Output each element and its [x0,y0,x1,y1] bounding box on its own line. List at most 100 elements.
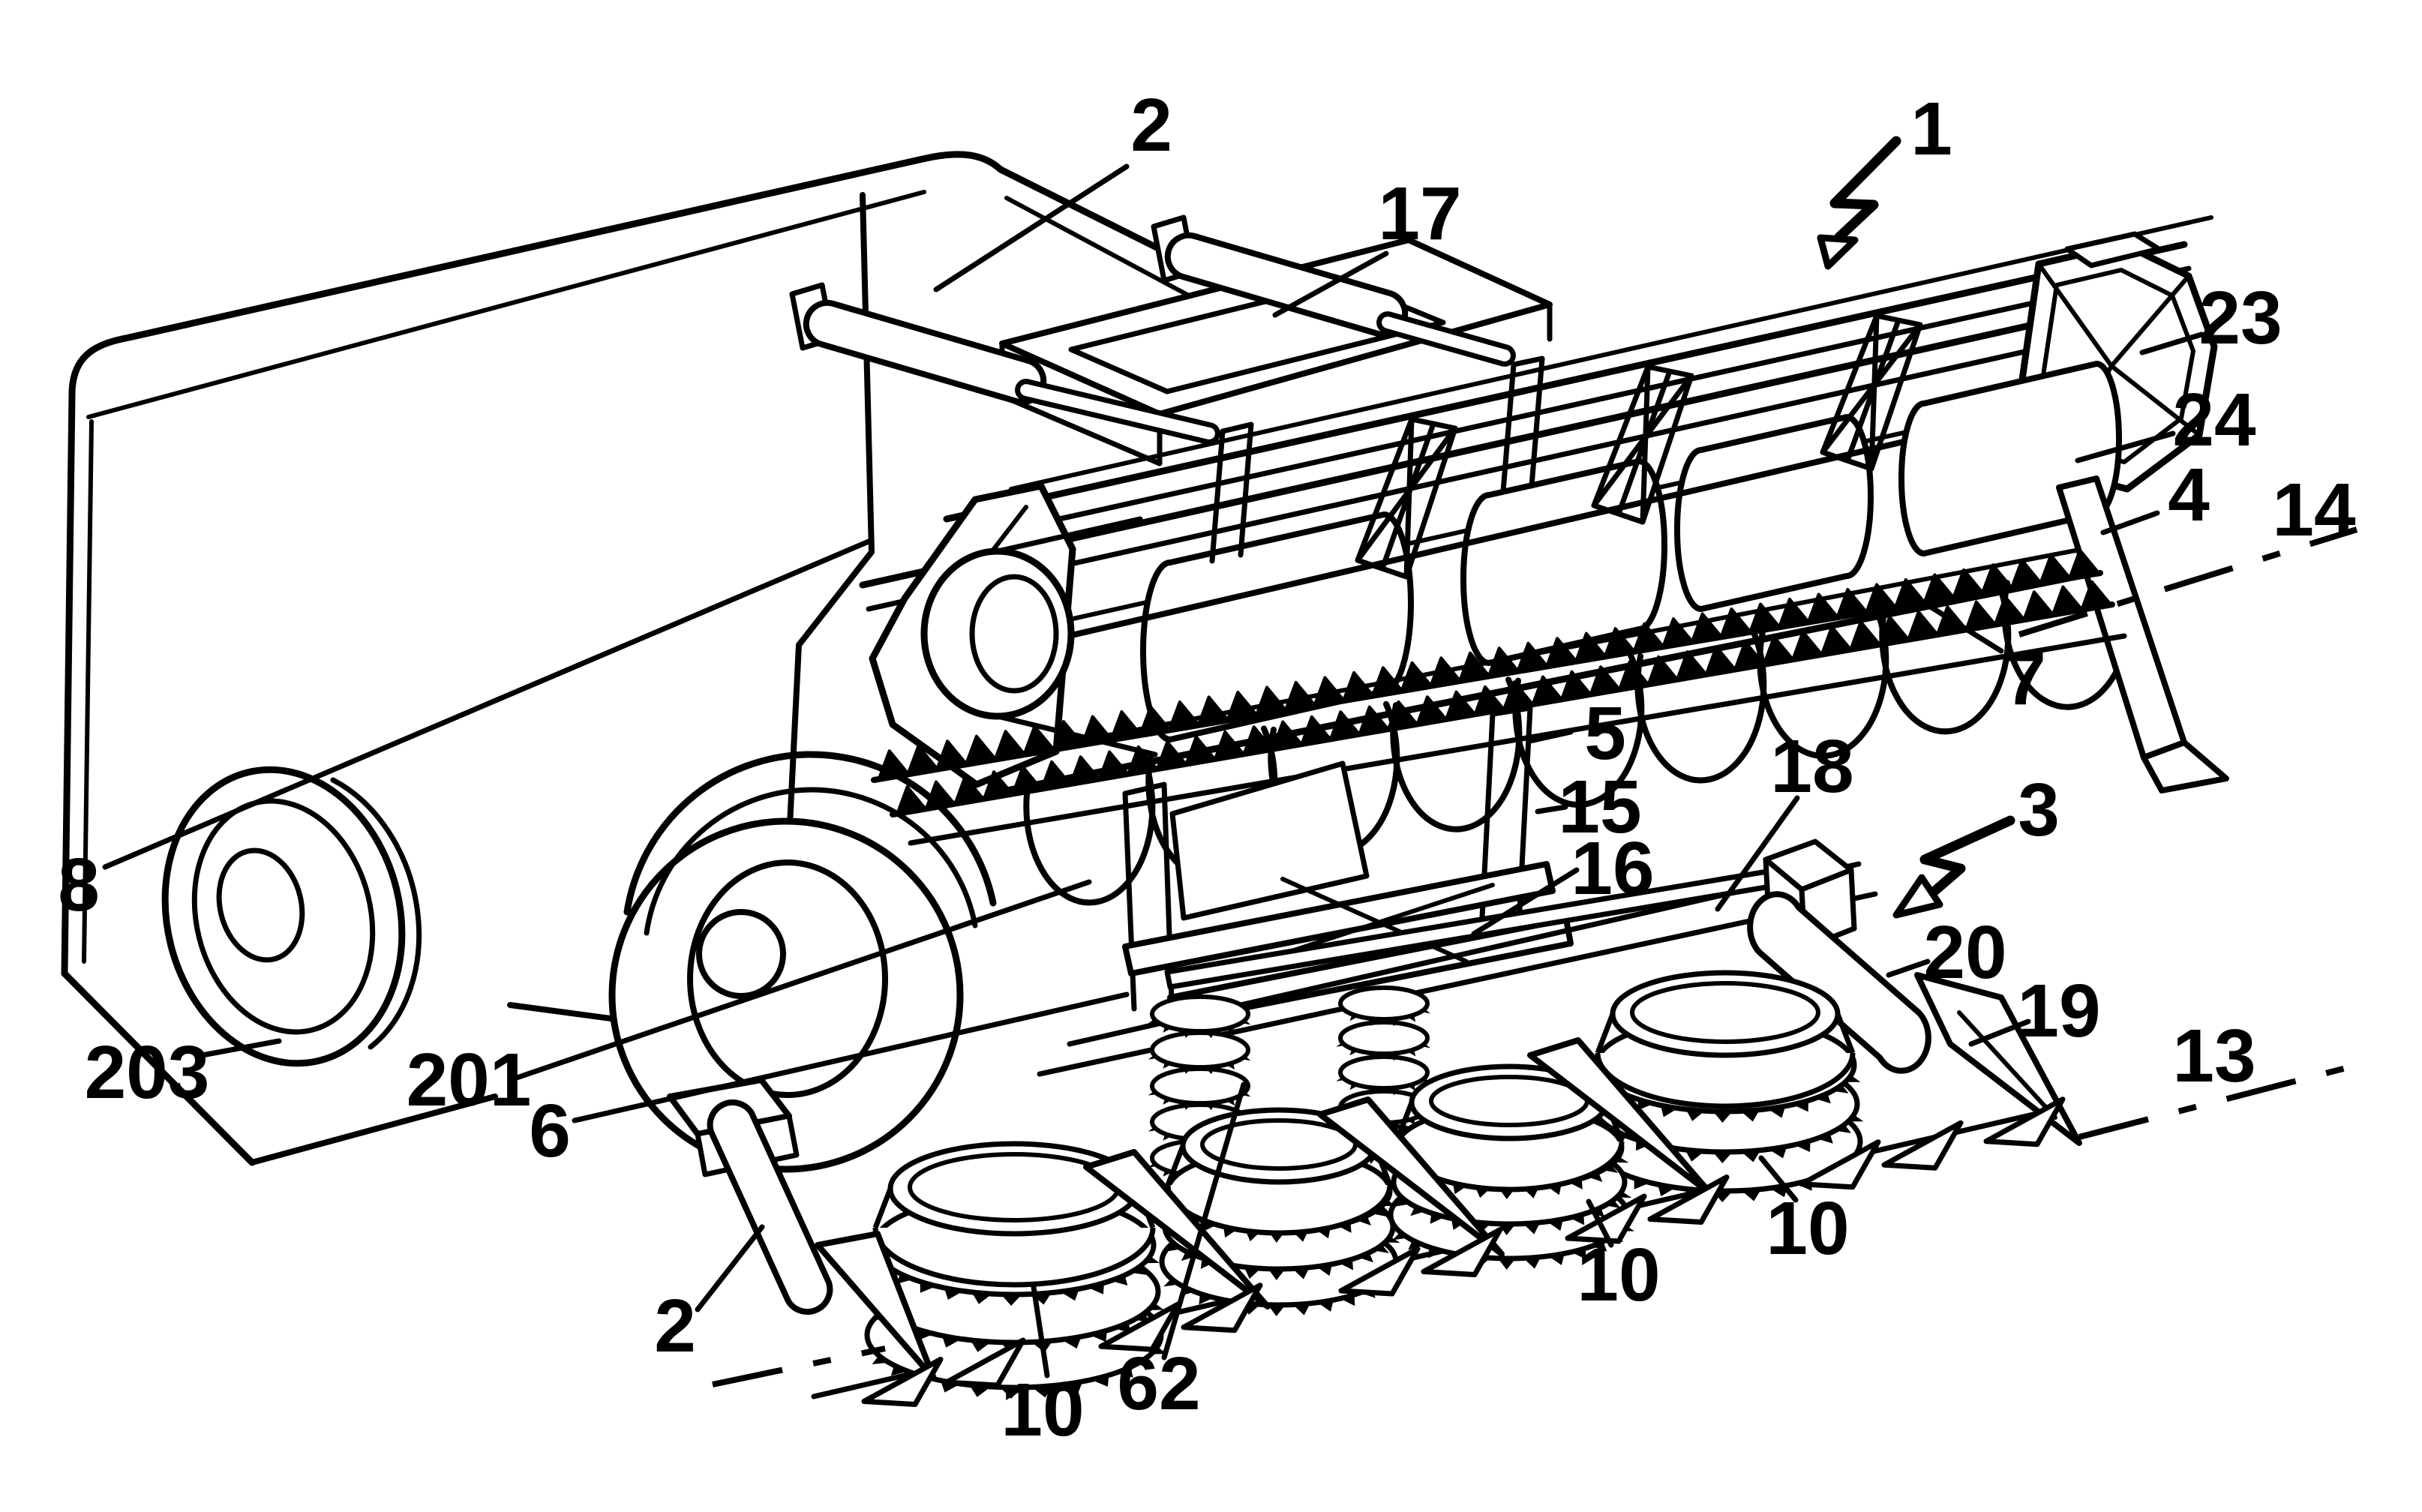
ref-label-14-6: 14 [2272,468,2356,552]
sickle-teeth [878,548,2112,816]
leader-lines [102,164,2358,1388]
tower-ring [1338,1020,1430,1056]
front-fender-outer [623,751,997,916]
support-leg-foot [2141,740,2229,794]
ref-label-1-2: 1 [1910,87,1952,171]
cutter-bar [871,548,2127,846]
ref-label-16-10: 16 [1571,826,1654,910]
ref-label-17-1: 17 [1378,172,1461,256]
leader-line-201 [512,879,1092,1082]
row-unit [864,1141,1167,1399]
reel-truss-frame-3 [1820,313,1923,472]
tower-ring [1338,986,1430,1022]
rear-tire-tread-arc [330,777,422,1050]
front-hub [696,909,786,999]
ref-label-24-4: 24 [2172,378,2256,462]
sickle-tooth-row [878,548,2100,780]
tower-ring [1150,1066,1250,1106]
leader-line-10 [1031,1284,1050,1378]
end-cage-top-plate [2064,231,2162,268]
ref-label-6-19: 6 [529,1089,571,1173]
feederhouse-apron [1169,760,1370,921]
leader-line-203 [195,1038,282,1059]
reel-mid-rail-inner [866,316,2172,612]
leader-line-23 [2139,332,2204,356]
gathering-spike [944,1337,1026,1388]
ref-label-62-22: 62 [1117,1342,1200,1426]
unit-dome-sides [1595,1012,1856,1054]
gathering-spike [1983,1096,2066,1148]
lift-cylinders [789,214,1516,445]
tower-ring-teeth [1336,1008,1431,1027]
reel-truss-frame-2 [1591,364,1694,525]
ref-label-13-15: 13 [2172,1014,2255,1098]
ref-label-19-14: 19 [2017,969,2100,1053]
row-unit [1159,1107,1403,1316]
leader-line-10 [1758,1155,1799,1203]
leader-line-2 [695,1224,765,1312]
rear-hub [216,848,305,963]
tower-ring [1150,994,1250,1034]
ref-label-18-11: 18 [1770,724,1853,808]
tower-ring-teeth [1148,1018,1251,1039]
ref-label-3-12: 3 [2018,768,2060,852]
front-fender-inner [644,787,978,936]
bolt-arrow-head-3 [1892,874,1943,919]
tower-ring-teeth [1336,1077,1431,1096]
reel-top-rail [943,241,2188,523]
body-front-lower-edge [786,549,875,843]
disc-teeth [1599,1075,1861,1123]
leader-line-4 [2100,510,2160,536]
ref-label-23-3: 23 [2198,276,2282,360]
ref-label-10-23: 10 [1577,1233,1660,1317]
leader-line-13 [2078,1065,2348,1140]
disc-teeth [875,1303,1164,1354]
body-front-pillar [860,192,875,555]
ref-label-15-9: 15 [1558,765,1641,849]
leader-line-2 [933,164,1130,292]
leader-line-19 [1968,1018,2031,1047]
cylinder-left-barrel [803,299,1047,406]
leader-line-24 [2075,430,2176,464]
leader-line-7 [1914,596,2004,654]
bolt-arrow-shaft-3 [1919,815,2015,898]
cylinder-right-rod [1376,311,1516,367]
body-roof-edge [68,151,1322,398]
tower-ring-teeth [1336,1042,1431,1061]
reel-top-rail-inner [948,266,2192,546]
front-tire-outer [608,818,964,1173]
disc-teeth [872,1346,1167,1399]
auger-tube-end-inner [969,574,1059,694]
header-left-end [869,482,1158,788]
leader-line-10 [1586,1198,1614,1248]
reference-bolt-arrows [1817,136,2015,919]
gathering-spike [861,1357,944,1407]
gathering-spike [1647,1174,1730,1225]
gathering-spike [1181,1282,1263,1334]
bolt-arrow-head-1 [1817,234,1859,270]
leader-line-17 [1272,250,1389,318]
disc-teeth [1395,1191,1632,1235]
gathering-spike [1799,1139,1881,1190]
leader-line-6 [572,992,1130,1124]
ref-label-10-21: 10 [1001,1368,1084,1452]
ref-label-2-0: 2 [1130,83,1172,167]
gathering-spike [1881,1120,1964,1171]
cylinder-left-rod [1015,379,1220,445]
leader-line-14 [2018,526,2358,638]
gathering-spike [1421,1227,1503,1277]
tower-ring-teeth [1148,1090,1251,1111]
leader-line-20 [1886,958,1931,978]
reel-drum-3 [1674,414,1874,612]
rear-wheel [161,766,406,1067]
front-tire-inner [687,860,888,1098]
mid-divider-point-2 [1317,1096,1505,1257]
reel-end-cage [1898,231,2229,794]
ref-label-7-7: 7 [2004,637,2046,721]
spout-20 [1747,891,1931,1074]
row-unit [1587,970,1867,1202]
body-bottom-edge [249,1094,498,1166]
leader-line-5 [1527,729,1574,744]
reel-support-posts [1209,356,1545,564]
cylinder-right-barrel [1164,232,1409,338]
